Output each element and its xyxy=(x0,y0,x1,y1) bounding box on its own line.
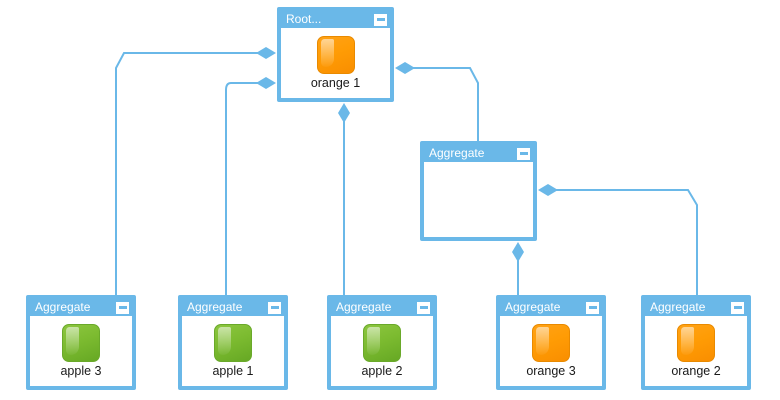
node-title: Aggregate xyxy=(187,300,243,314)
node-body: orange 1 xyxy=(281,28,390,98)
minus-bar xyxy=(419,306,428,309)
node-header: Aggregate xyxy=(30,299,132,316)
item-label: orange 3 xyxy=(526,363,576,378)
node-title: Root... xyxy=(286,12,322,26)
node-aggregate-mid[interactable]: Aggregate xyxy=(420,141,537,241)
node-header: Root... xyxy=(281,11,390,28)
minus-icon[interactable] xyxy=(517,147,530,160)
item-label: orange 2 xyxy=(671,363,721,378)
node-header: Aggregate xyxy=(645,299,747,316)
item-label: apple 3 xyxy=(60,363,102,378)
node-aggregate-apple3[interactable]: Aggregate apple 3 xyxy=(26,295,136,390)
node-title: Aggregate xyxy=(650,300,706,314)
node-aggregate-orange3[interactable]: Aggregate orange 3 xyxy=(496,295,606,390)
minus-bar xyxy=(118,306,127,309)
minus-bar xyxy=(588,306,597,309)
edge-marker-root-left-upper xyxy=(256,47,276,59)
edge-aggregate-to-orange2 xyxy=(552,189,698,295)
apple-item-icon xyxy=(62,323,100,362)
minus-icon[interactable] xyxy=(586,301,599,314)
node-title: Aggregate xyxy=(505,300,561,314)
node-header: Aggregate xyxy=(331,299,433,316)
node-body xyxy=(424,162,533,237)
minus-bar xyxy=(270,306,279,309)
orange-item-icon xyxy=(532,323,570,362)
edge-marker-aggregate-bottom xyxy=(512,242,524,262)
edge-marker-root-bottom xyxy=(338,103,350,123)
minus-icon[interactable] xyxy=(268,301,281,314)
orange-item-icon xyxy=(316,35,355,74)
node-title: Aggregate xyxy=(336,300,392,314)
node-header: Aggregate xyxy=(182,299,284,316)
node-body: apple 2 xyxy=(331,316,433,386)
item-label: orange 1 xyxy=(310,75,361,90)
node-aggregate-apple1[interactable]: Aggregate apple 1 xyxy=(178,295,288,390)
edge-root-to-apple1 xyxy=(225,82,268,295)
node-header: Aggregate xyxy=(424,145,533,162)
minus-icon[interactable] xyxy=(116,301,129,314)
apple-item-icon xyxy=(363,323,401,362)
node-body: apple 3 xyxy=(30,316,132,386)
minus-icon[interactable] xyxy=(731,301,744,314)
edge-root-to-aggregate xyxy=(409,67,479,141)
item-label: apple 1 xyxy=(212,363,254,378)
node-aggregate-apple2[interactable]: Aggregate apple 2 xyxy=(327,295,437,390)
node-body: orange 3 xyxy=(500,316,602,386)
minus-bar xyxy=(376,18,385,21)
edge-marker-root-right xyxy=(395,62,415,74)
node-header: Aggregate xyxy=(500,299,602,316)
node-body: apple 1 xyxy=(182,316,284,386)
edge-root-to-apple3 xyxy=(115,52,268,295)
node-body: orange 2 xyxy=(645,316,747,386)
edge-marker-root-left-lower xyxy=(256,77,276,89)
node-aggregate-orange2[interactable]: Aggregate orange 2 xyxy=(641,295,751,390)
node-title: Aggregate xyxy=(429,146,485,160)
minus-bar xyxy=(733,306,742,309)
minus-icon[interactable] xyxy=(417,301,430,314)
orange-item-icon xyxy=(677,323,715,362)
node-root[interactable]: Root... orange 1 xyxy=(277,7,394,102)
apple-item-icon xyxy=(214,323,252,362)
item-label: apple 2 xyxy=(361,363,403,378)
minus-icon[interactable] xyxy=(374,13,387,26)
edge-marker-aggregate-right xyxy=(538,184,558,196)
node-title: Aggregate xyxy=(35,300,91,314)
minus-bar xyxy=(519,152,528,155)
